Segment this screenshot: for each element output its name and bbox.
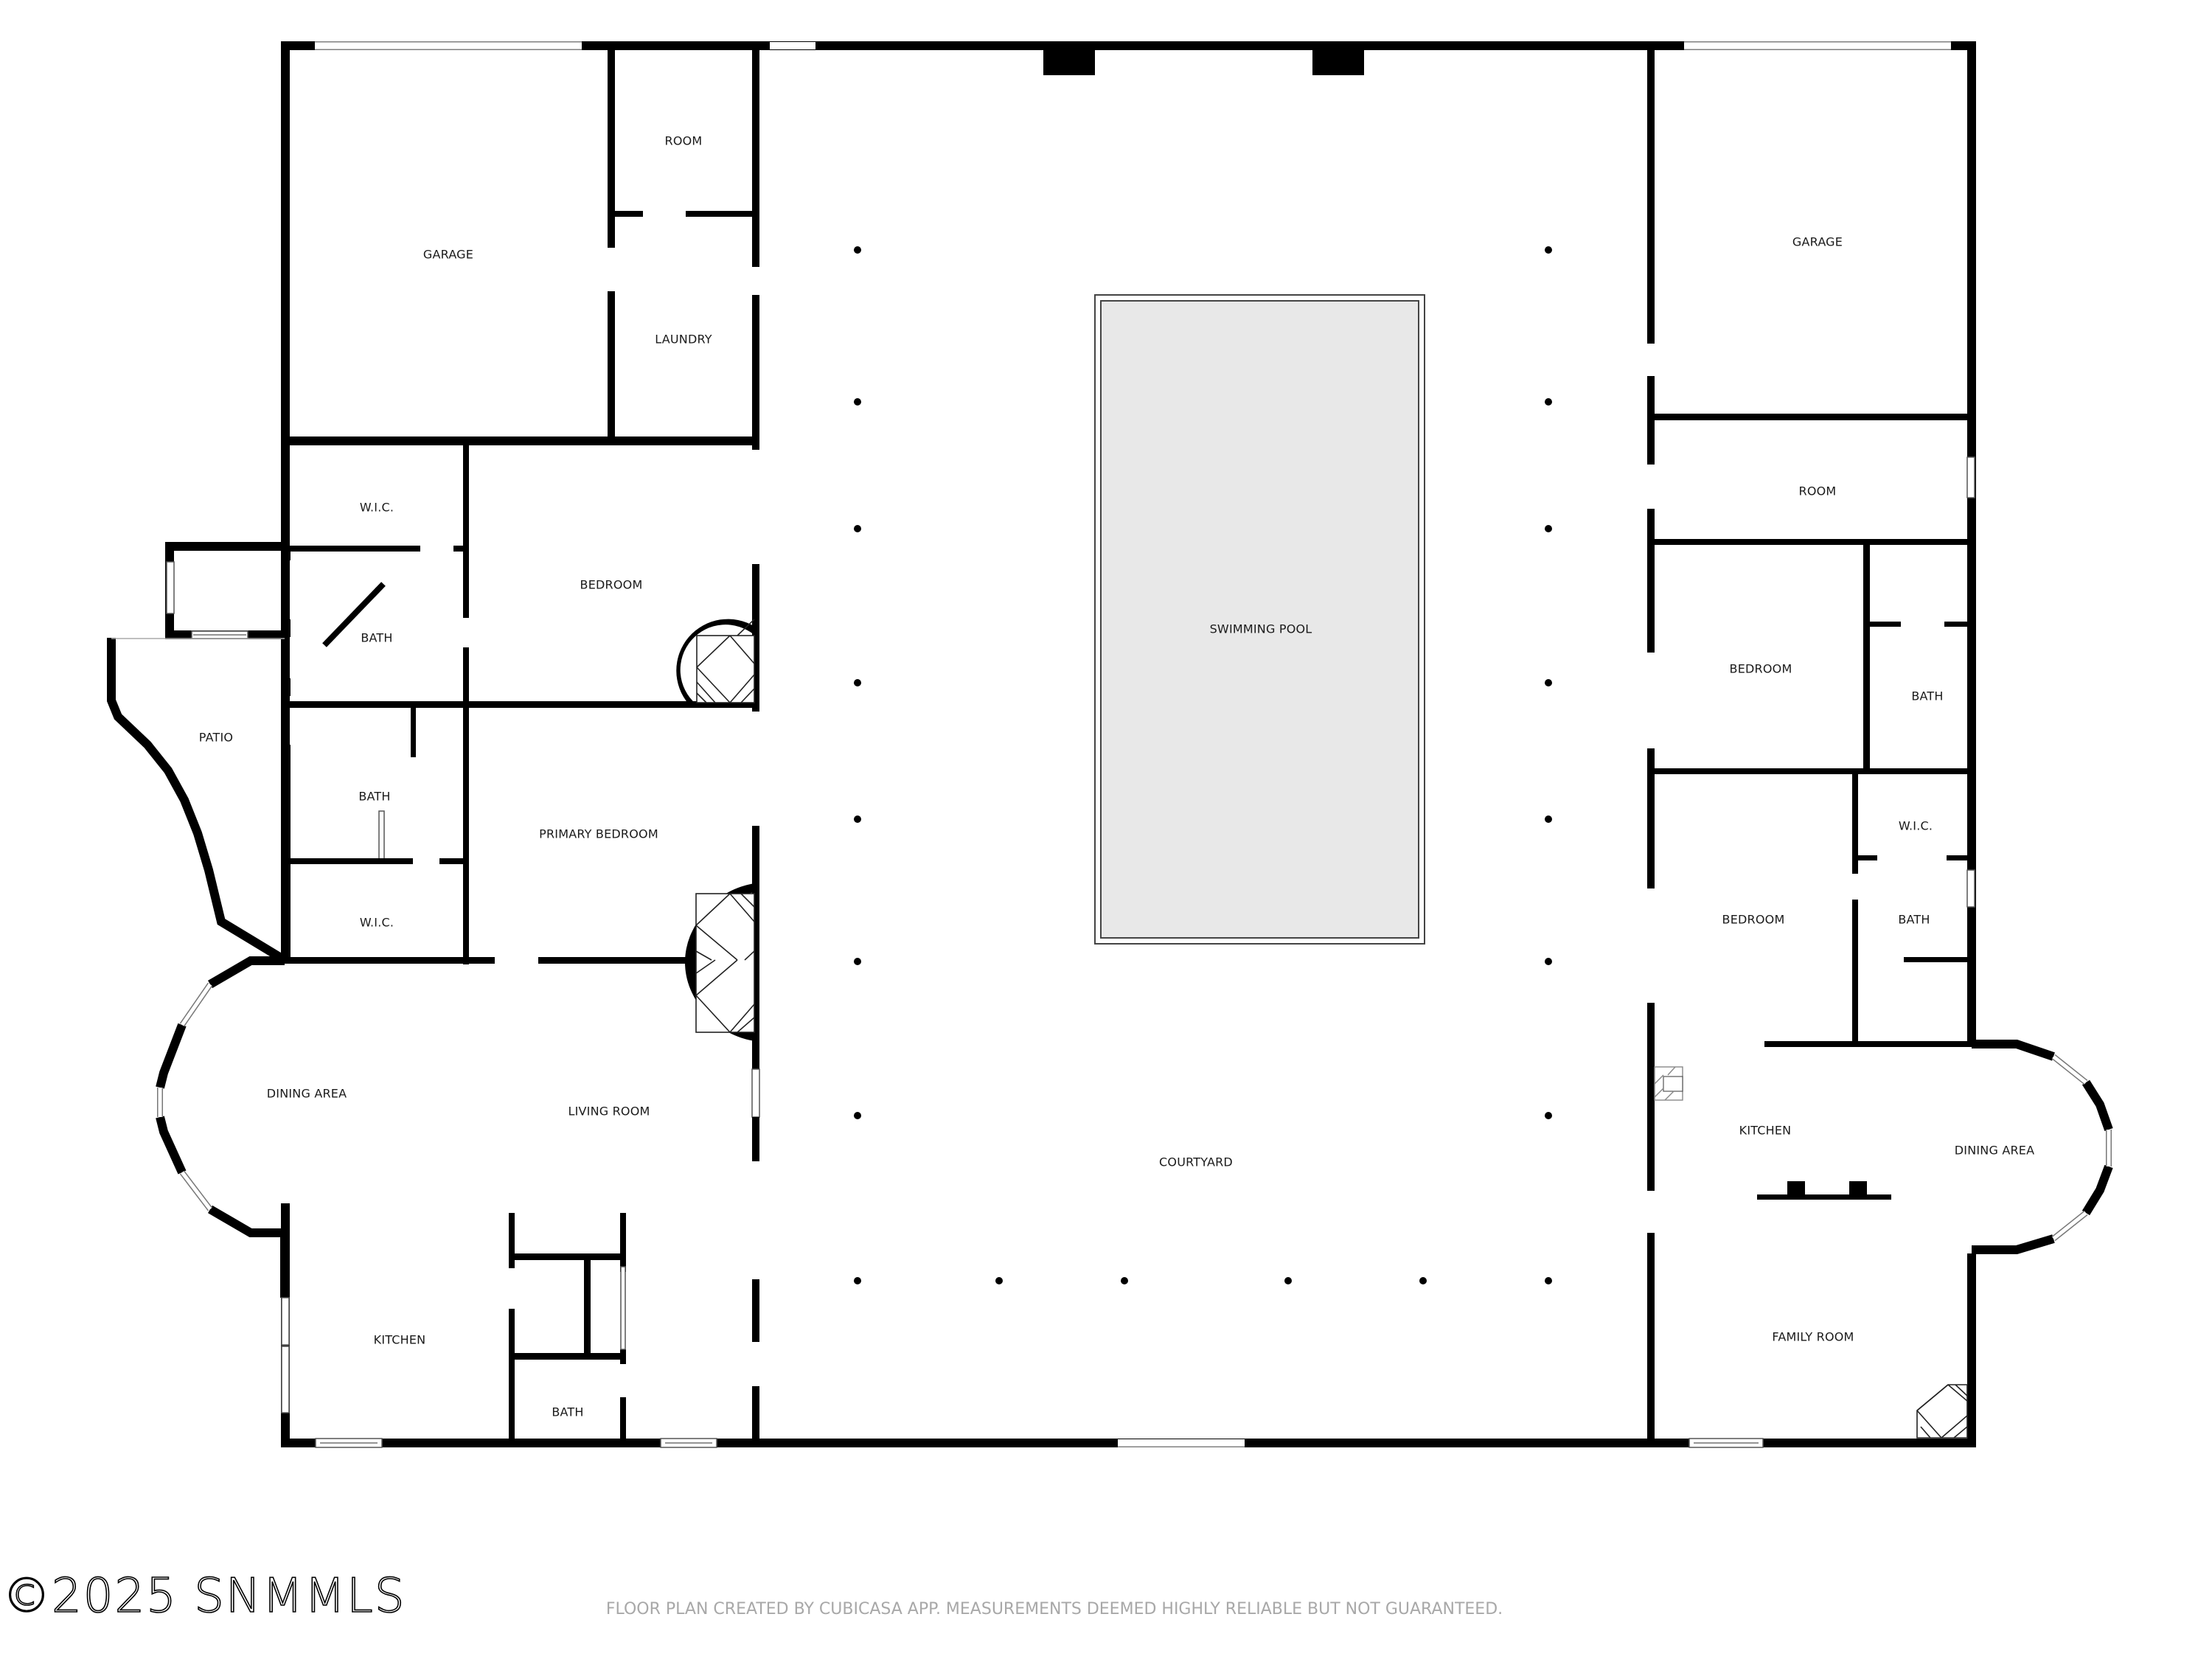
top-openings [315, 41, 1951, 75]
label-family-room: FAMILY ROOM [1772, 1330, 1854, 1344]
mls-watermark: ©2025 SNMMLS [2, 1568, 406, 1624]
west-hall-walls [509, 1213, 626, 1447]
label-bedroom-west: BEDROOM [580, 578, 643, 592]
garage-door-west [315, 42, 582, 49]
label-laundry: LAUNDRY [655, 333, 712, 347]
label-dining-area-east: DINING AREA [1955, 1144, 2035, 1158]
label-bedroom-east-upper: BEDROOM [1730, 662, 1792, 676]
east-dining-bay [1972, 1040, 2113, 1254]
fireplace-west-lower [685, 883, 755, 1041]
courtyard-posts [854, 246, 1552, 1284]
label-wic-west-lower: W.I.C. [360, 916, 394, 930]
label-room-east: ROOM [1799, 484, 1837, 498]
label-patio: PATIO [199, 731, 233, 745]
label-bath-west-hall: BATH [552, 1405, 583, 1419]
east-wing-walls [1647, 41, 1976, 1447]
room-labels: GARAGE ROOM LAUNDRY W.I.C. BATH BEDROOM … [199, 134, 2034, 1419]
bottom-openings [315, 1438, 1764, 1448]
garage-door-east [1684, 42, 1951, 49]
label-courtyard: COURTYARD [1159, 1155, 1233, 1169]
west-dining-bay [156, 956, 290, 1413]
footer-disclaimer-text: FLOOR PLAN CREATED BY CUBICASA APP. MEAS… [605, 1600, 1503, 1618]
label-bath-east-upper: BATH [1911, 689, 1943, 703]
label-kitchen-west: KITCHEN [374, 1333, 426, 1347]
label-bedroom-east-lower: BEDROOM [1722, 913, 1785, 927]
label-garage-west: GARAGE [423, 248, 473, 262]
label-dining-area-west: DINING AREA [267, 1087, 347, 1101]
label-room-west: ROOM [665, 134, 703, 148]
west-annex-walls [107, 542, 288, 964]
label-bath-west-lower: BATH [358, 790, 390, 804]
label-primary-bedroom: PRIMARY BEDROOM [539, 827, 658, 841]
swimming-pool [1100, 300, 1419, 939]
label-garage-east: GARAGE [1792, 235, 1843, 249]
courtyard [854, 246, 1552, 1284]
pillar [1312, 43, 1364, 75]
courtyard-gate [1118, 1439, 1245, 1447]
pillar [1043, 43, 1095, 75]
label-wic-west-upper: W.I.C. [360, 501, 394, 515]
label-bath-west-upper: BATH [361, 631, 392, 645]
footer-disclaimer: FLOOR PLAN CREATED BY CUBICASA APP. MEAS… [0, 1600, 2212, 1618]
label-bath-east-lower: BATH [1898, 913, 1930, 927]
fireplace-west-upper [676, 619, 755, 704]
label-swimming-pool: SWIMMING POOL [1210, 622, 1312, 636]
label-kitchen-east: KITCHEN [1739, 1124, 1792, 1138]
fireplace-east [1916, 1384, 1968, 1439]
label-wic-east: W.I.C. [1899, 819, 1933, 833]
west-wing-walls [281, 41, 760, 1447]
label-living-room: LIVING ROOM [568, 1105, 650, 1119]
